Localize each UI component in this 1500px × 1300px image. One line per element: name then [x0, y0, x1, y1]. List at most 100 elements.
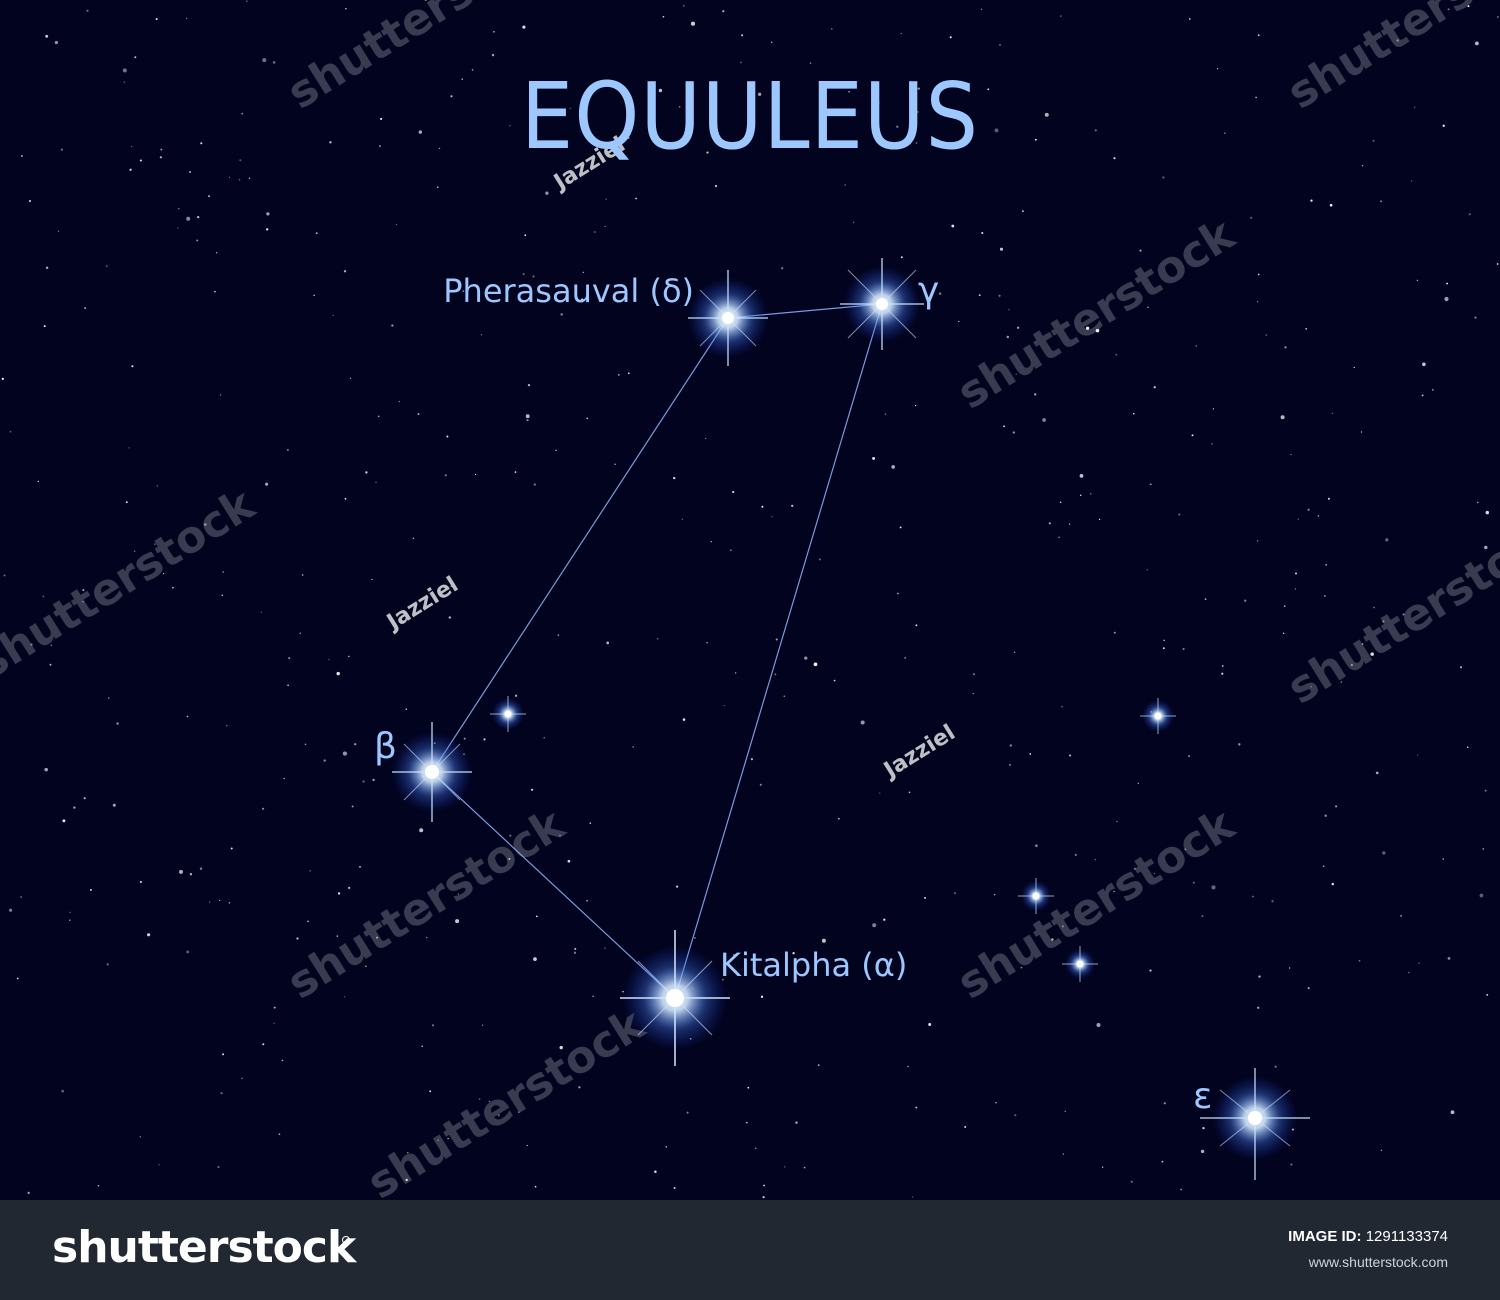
background-star [262, 58, 267, 63]
background-star [1324, 814, 1327, 817]
background-star [329, 141, 332, 144]
background-star [1288, 967, 1291, 969]
background-star [1482, 848, 1485, 850]
background-star [483, 738, 486, 741]
background-star [155, 18, 158, 21]
background-star [424, 0, 427, 2]
background-star [689, 80, 692, 83]
background-star [130, 145, 133, 148]
background-star [375, 481, 377, 484]
background-star [429, 1090, 432, 1093]
background-star [740, 61, 742, 64]
background-star [1079, 474, 1084, 478]
background-star [348, 655, 350, 658]
background-star [69, 919, 71, 921]
background-star [116, 722, 119, 725]
background-star [462, 290, 465, 293]
background-star [1146, 569, 1148, 571]
background-star [283, 777, 285, 780]
background-star [987, 88, 990, 91]
background-star [1153, 872, 1156, 875]
background-star [682, 718, 686, 721]
background-star [1058, 536, 1060, 539]
background-star [134, 56, 137, 59]
background-star [1373, 606, 1375, 609]
background-star [998, 294, 1001, 297]
background-star [1327, 497, 1330, 500]
background-star [82, 589, 85, 592]
background-star [1051, 938, 1054, 941]
background-star [262, 1043, 265, 1046]
background-star [1182, 647, 1185, 651]
background-star [1447, 8, 1450, 11]
background-star [1022, 210, 1024, 212]
background-star [1322, 865, 1325, 868]
background-star [61, 1089, 65, 1093]
background-star [972, 692, 974, 695]
background-star [1479, 893, 1484, 898]
background-star [533, 957, 537, 961]
background-star [1162, 647, 1165, 650]
background-star [313, 294, 315, 297]
background-star [522, 273, 525, 276]
background-star [266, 212, 270, 216]
star-alpha [620, 930, 730, 1066]
background-star [844, 184, 846, 186]
background-star [1139, 249, 1142, 252]
registered-icon [342, 1236, 350, 1244]
background-star [1382, 851, 1386, 855]
background-star [706, 151, 709, 154]
background-star [1149, 969, 1152, 972]
background-star [1085, 326, 1090, 330]
background-star [431, 1024, 435, 1027]
background-star [447, 1137, 449, 1140]
background-star [678, 106, 681, 108]
background-star [372, 778, 375, 782]
background-star [1370, 652, 1374, 656]
background-star [278, 1133, 281, 1136]
background-star [524, 234, 527, 237]
background-star [218, 899, 221, 902]
background-star [131, 365, 134, 368]
background-star [1008, 309, 1010, 311]
background-star [196, 239, 199, 242]
background-star [860, 720, 865, 725]
background-star [1446, 282, 1449, 285]
background-star [704, 437, 707, 440]
background-star [179, 869, 183, 874]
background-star [1353, 366, 1355, 369]
background-star [246, 0, 248, 2]
background-star [614, 463, 616, 465]
minor-star [490, 696, 526, 732]
background-star [879, 792, 881, 794]
background-star [1180, 1188, 1182, 1191]
background-star [673, 476, 676, 480]
background-star [1048, 522, 1051, 525]
background-star [89, 888, 92, 891]
background-star [337, 892, 341, 895]
background-star [1257, 273, 1260, 276]
background-star [1035, 844, 1038, 847]
background-star [1130, 1180, 1133, 1183]
background-star [586, 417, 589, 420]
background-star [1375, 771, 1379, 775]
background-star [722, 10, 725, 13]
background-star [351, 805, 354, 808]
background-star [938, 292, 942, 295]
background-star [1255, 96, 1257, 99]
background-star [215, 252, 218, 254]
background-star [288, 657, 291, 660]
background-star [336, 935, 339, 937]
background-star [900, 256, 903, 259]
background-star [287, 684, 289, 687]
background-star [60, 148, 63, 151]
background-star [559, 1045, 563, 1050]
background-star [1003, 425, 1006, 428]
background-star [1307, 987, 1310, 990]
background-star [122, 68, 127, 73]
background-star [238, 178, 241, 181]
background-star [518, 1111, 520, 1113]
background-star [177, 227, 179, 229]
background-star [480, 334, 482, 336]
